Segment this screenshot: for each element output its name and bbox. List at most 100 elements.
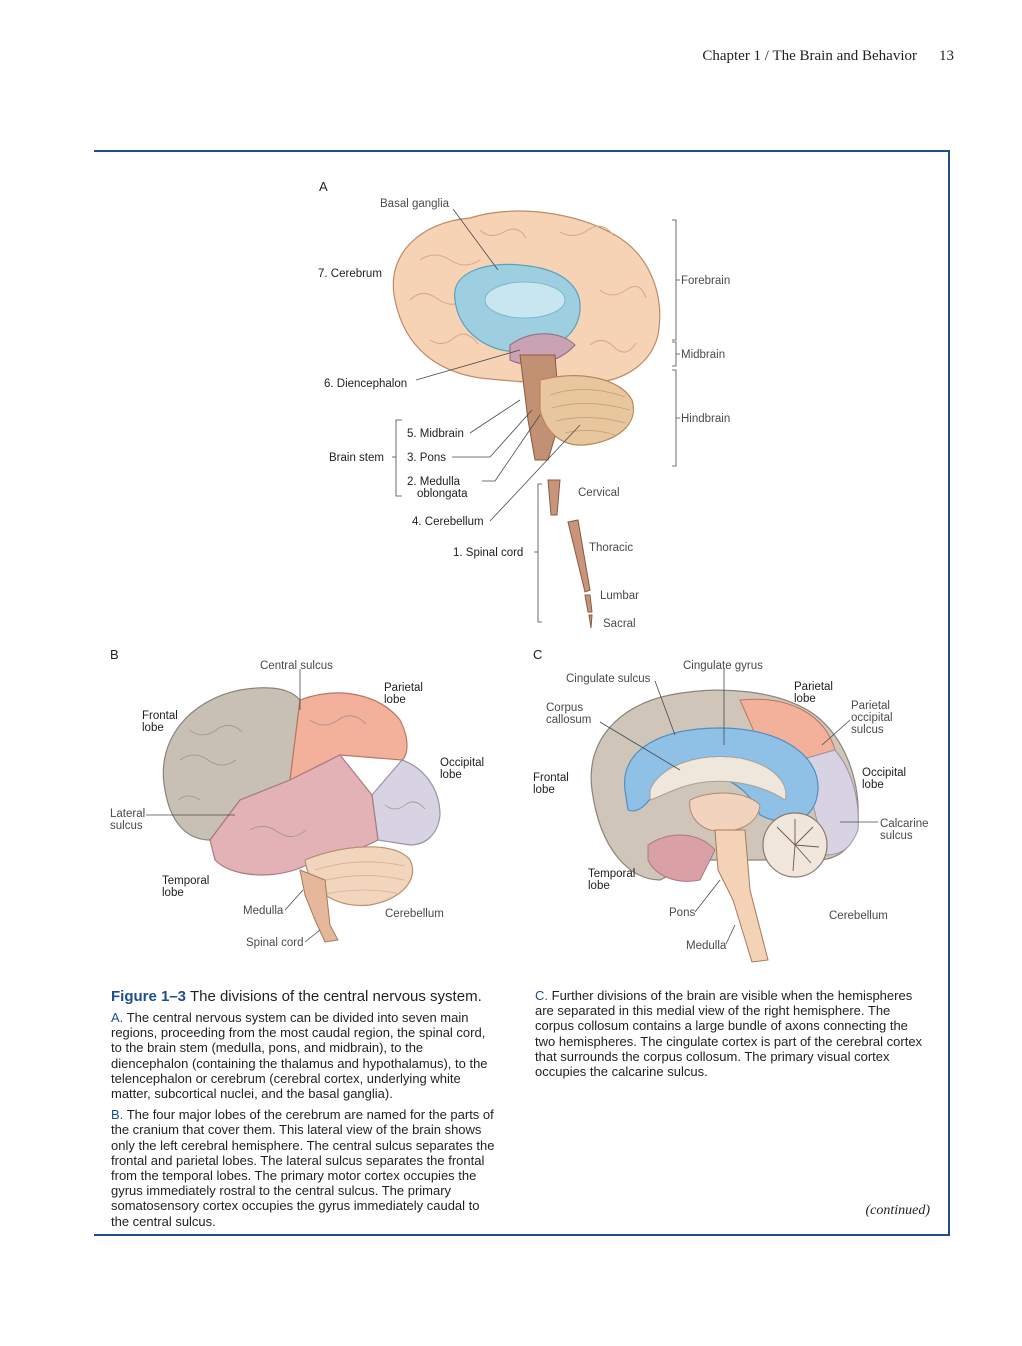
label-basal-ganglia: Basal ganglia	[380, 198, 450, 210]
label-corpus-callosum-2: callosum	[546, 714, 591, 726]
basal-ganglia-detail	[484, 281, 566, 319]
bracket-spinal-cord	[534, 483, 542, 623]
parietal-lobe-illustration	[289, 692, 408, 782]
leader-diencephalon	[415, 349, 521, 381]
leader-spinal-cord-b	[304, 929, 321, 943]
caption-paragraph-b: B. The four major lobes of the cerebrum …	[111, 1107, 499, 1229]
panel-c: C Cingulate gyrus Cingulate sulcus Parie…	[533, 647, 929, 963]
frontal-lobe-illustration	[162, 687, 301, 841]
label-cerebellum-b: Cerebellum	[385, 908, 444, 920]
label-calcarine-1: Calcarine	[880, 818, 929, 830]
leader-midbrain	[469, 399, 521, 434]
leader-medulla	[482, 414, 541, 482]
label-lateral-sulcus-2: sulcus	[110, 820, 143, 832]
caption-text-b: The four major lobes of the cerebrum are…	[111, 1107, 495, 1229]
label-cingulate-gyrus: Cingulate gyrus	[683, 660, 763, 672]
label-pons-c: Pons	[669, 907, 695, 919]
label-sacral: Sacral	[603, 618, 636, 630]
label-central-sulcus: Central sulcus	[260, 660, 333, 672]
brainstem-b-illustration	[299, 869, 339, 943]
label-calcarine-2: sulcus	[880, 830, 913, 842]
figure-frame-right-rule	[948, 150, 950, 1236]
label-medulla-b: Medulla	[243, 905, 284, 917]
label-spinal-cord-1: 1. Spinal cord	[453, 547, 523, 559]
leader-medulla-c	[725, 924, 736, 945]
occipital-lobe-illustration	[371, 759, 441, 846]
spinal-cord-thoracic	[567, 519, 591, 593]
leader-parietal-occipital-sulcus	[821, 719, 851, 746]
label-po-sulcus-1: Parietal	[851, 700, 890, 712]
panel-b-letter: B	[110, 647, 119, 662]
label-temporal-c-2: lobe	[588, 880, 610, 892]
label-parietal-c-1: Parietal	[794, 681, 833, 693]
label-temporal-b-2: lobe	[162, 887, 184, 899]
caption-letter-a: A.	[111, 1010, 124, 1025]
figure-caption-right-column: C. Further divisions of the brain are vi…	[535, 988, 931, 1085]
leader-cingulate-sulcus	[654, 680, 676, 736]
thalamus-illustration	[689, 792, 761, 832]
label-occipital-c-1: Occipital	[862, 767, 906, 779]
label-cerebrum: 7. Cerebrum	[318, 268, 382, 280]
caption-text-c: Further divisions of the brain are visib…	[535, 988, 923, 1080]
label-cerebellum-c: Cerebellum	[829, 910, 888, 922]
caption-heading: Figure 1–3 The divisions of the central …	[111, 988, 499, 1006]
label-forebrain: Forebrain	[681, 275, 730, 287]
label-medulla-2-line1: 2. Medulla	[407, 476, 461, 488]
panel-c-letter: C	[533, 647, 542, 662]
bracket-hindbrain	[672, 369, 680, 467]
label-brain-stem: Brain stem	[329, 452, 384, 464]
label-temporal-b-1: Temporal	[162, 875, 209, 887]
panel-b-gyri	[177, 715, 426, 837]
label-lumbar: Lumbar	[600, 590, 639, 602]
label-po-sulcus-2: occipital	[851, 712, 893, 724]
panel-a-letter: A	[319, 179, 328, 194]
spinal-cord-cervical	[547, 479, 561, 516]
label-occipital-b-1: Occipital	[440, 757, 484, 769]
figure-caption-left-column: Figure 1–3 The divisions of the central …	[111, 988, 499, 1235]
spinal-cord-sacral	[588, 614, 593, 629]
leader-medulla-b	[284, 889, 304, 911]
continued-note: (continued)	[865, 1203, 930, 1218]
figure-label: Figure 1–3	[111, 988, 187, 1005]
label-medulla-2-line2: oblongata	[417, 488, 468, 500]
cerebellum-illustration	[539, 375, 635, 446]
running-head-title: Chapter 1 / The Brain and Behavior	[702, 48, 917, 64]
label-temporal-c-1: Temporal	[588, 868, 635, 880]
leader-cerebellum	[489, 424, 581, 522]
panel-b: B Central sulcus Parietal lobe Frontal l…	[110, 647, 484, 949]
figure-title: The divisions of the central nervous sys…	[189, 988, 482, 1005]
label-diencephalon: 6. Diencephalon	[324, 378, 407, 390]
leader-corpus-callosum	[599, 721, 681, 771]
bracket-forebrain	[672, 219, 680, 341]
label-medulla-c: Medulla	[686, 940, 727, 952]
figure-frame-bottom-rule	[94, 1234, 950, 1236]
label-hindbrain: Hindbrain	[681, 413, 730, 425]
label-cervical: Cervical	[578, 487, 620, 499]
leader-basal-ganglia	[452, 208, 499, 271]
bracket-brain-stem	[392, 419, 402, 497]
figure-frame-top-rule	[94, 150, 950, 152]
caption-text-a: The central nervous system can be divide…	[111, 1010, 488, 1102]
label-cerebellum-4: 4. Cerebellum	[412, 516, 484, 528]
label-parietal-b-2: lobe	[384, 694, 406, 706]
brainstem-c-illustration	[714, 829, 769, 963]
label-frontal-b-2: lobe	[142, 722, 164, 734]
bracket-midbrain	[672, 341, 680, 367]
medial-temporal-illustration	[647, 834, 716, 882]
label-pons-3: 3. Pons	[407, 452, 446, 464]
label-thoracic: Thoracic	[589, 542, 633, 554]
spinal-cord-lumbar	[584, 594, 593, 613]
cerebellum-b-illustration	[304, 846, 414, 907]
label-parietal-c-2: lobe	[794, 693, 816, 705]
label-frontal-b-1: Frontal	[142, 710, 178, 722]
cerebellum-folia	[549, 389, 631, 436]
label-frontal-c-1: Frontal	[533, 772, 569, 784]
label-occipital-b-2: lobe	[440, 769, 462, 781]
label-po-sulcus-3: sulcus	[851, 724, 884, 736]
label-corpus-callosum-1: Corpus	[546, 702, 583, 714]
corpus-callosum-illustration	[649, 756, 787, 801]
leader-pons-c	[694, 879, 721, 913]
label-frontal-c-2: lobe	[533, 784, 555, 796]
caption-letter-b: B.	[111, 1107, 124, 1123]
